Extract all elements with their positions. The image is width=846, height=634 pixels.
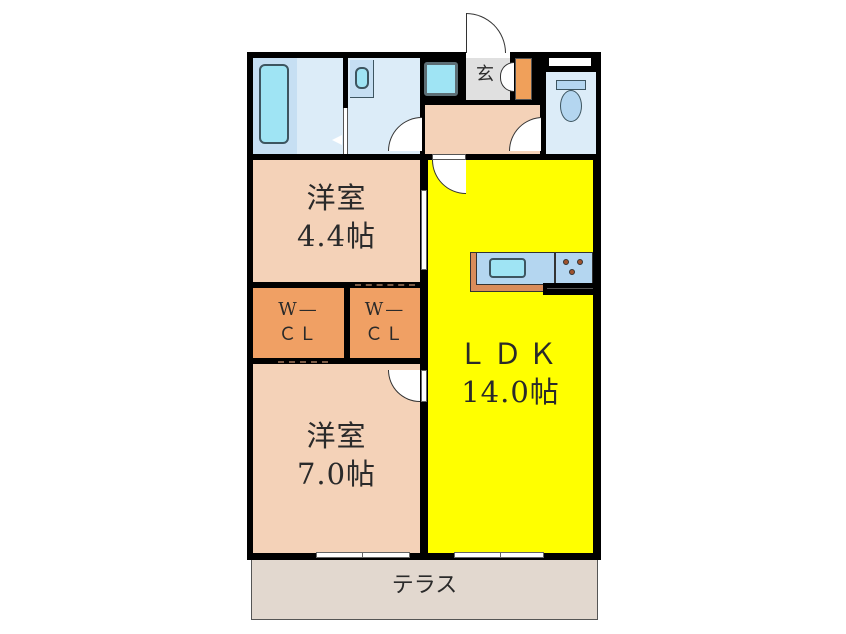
western-room-1: 洋室 4.4帖	[253, 160, 420, 282]
toilet-tank-icon	[556, 80, 586, 90]
middle-wall	[420, 154, 428, 560]
bath-door-icon	[332, 135, 342, 145]
stove-divider	[554, 252, 556, 285]
western-room-1-name: 洋室	[306, 181, 367, 215]
washing-machine-icon	[424, 62, 458, 96]
kitchen-wall	[543, 283, 593, 295]
western-room-2: 洋室 7.0帖	[253, 364, 420, 553]
room-2-window[interactable]	[316, 552, 364, 558]
shoe-box	[515, 58, 532, 100]
kitchen-wall-line	[547, 288, 593, 289]
hall-wall-left	[420, 100, 425, 158]
toilet-bowl-icon	[560, 90, 582, 122]
wcl-2-line1: W—	[364, 299, 406, 320]
stove-burner-icon	[563, 259, 569, 265]
front-door[interactable]	[466, 13, 506, 53]
wcl-2-line2: ＣＬ	[365, 324, 405, 345]
ldk-size: 14.0帖	[461, 375, 560, 409]
wcl-1-line2: ＣＬ	[278, 324, 319, 345]
washbasin-icon	[355, 67, 369, 89]
bath-partition-opening	[343, 108, 348, 154]
terrace-label: テラス	[391, 573, 458, 598]
wcl-1-line1: W—	[278, 299, 319, 320]
closet-1-sliding-door[interactable]	[278, 361, 328, 363]
ldk-window[interactable]	[500, 552, 544, 558]
toilet-wall-left	[541, 58, 546, 154]
stove-burner-icon	[569, 269, 575, 275]
western-room-1-size: 4.4帖	[296, 219, 377, 253]
ldk-window[interactable]	[454, 552, 502, 558]
bathtub-icon	[259, 64, 289, 144]
hall-wall-top	[420, 100, 510, 105]
room-1-sliding-door[interactable]	[421, 190, 427, 270]
entrance-label: 玄	[476, 64, 494, 85]
entrance-opening	[466, 50, 510, 58]
stove-burner-icon	[577, 259, 583, 265]
western-room-2-size: 7.0帖	[296, 457, 377, 491]
walk-in-closet-2: W— ＣＬ	[350, 288, 420, 358]
kitchen-sink-icon	[489, 258, 526, 278]
closet-2-sliding-door[interactable]	[355, 284, 415, 286]
room-2-door-frame[interactable]	[421, 370, 427, 402]
western-room-2-name: 洋室	[306, 419, 367, 453]
ldk-door-frame	[432, 154, 466, 160]
bath-partition	[343, 58, 348, 154]
ldk: ＬＤＫ 14.0帖	[428, 160, 593, 553]
room-2-window[interactable]	[362, 552, 410, 558]
ldk-name: ＬＤＫ	[457, 337, 563, 371]
terrace: テラス	[251, 556, 598, 620]
toilet-window	[549, 58, 591, 66]
walk-in-closet-1: W— ＣＬ	[253, 288, 344, 358]
